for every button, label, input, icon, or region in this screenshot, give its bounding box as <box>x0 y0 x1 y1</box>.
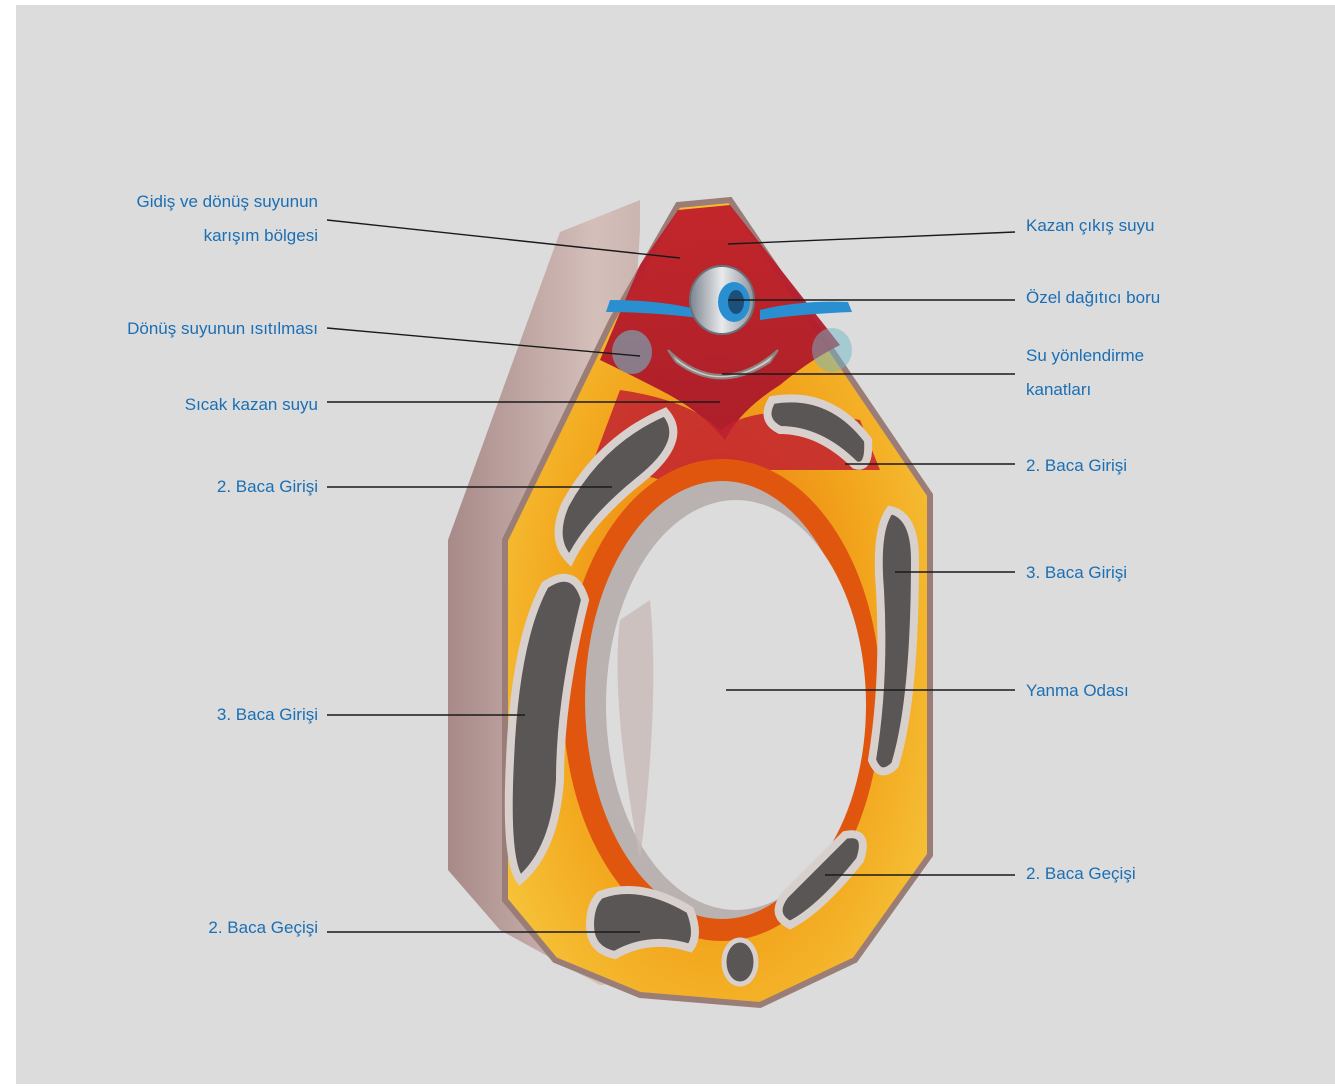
label-third-flue-inlet-left: 3. Baca Girişi <box>217 698 318 732</box>
label-second-flue-pass-right: 2. Baca Geçişi <box>1026 857 1136 891</box>
label-special-distributor-pipe: Özel dağıtıcı boru <box>1026 281 1160 315</box>
label-second-flue-pass-left: 2. Baca Geçişi <box>208 911 318 945</box>
leader-boiler-outlet-water <box>728 232 1015 244</box>
label-third-flue-inlet-right: 3. Baca Girişi <box>1026 556 1127 590</box>
label-return-heating: Dönüş suyunun ısıtılması <box>127 312 318 346</box>
label-water-guide-vanes: Su yönlendirme kanatları <box>1026 339 1144 407</box>
label-mixing-zone: Gidiş ve dönüş suyunun karışım bölgesi <box>137 185 318 253</box>
label-second-flue-inlet-left: 2. Baca Girişi <box>217 470 318 504</box>
label-boiler-outlet-water: Kazan çıkış suyu <box>1026 209 1155 243</box>
label-second-flue-inlet-right: 2. Baca Girişi <box>1026 449 1127 483</box>
label-combustion-chamber: Yanma Odası <box>1026 674 1129 708</box>
label-hot-boiler-water: Sıcak kazan suyu <box>185 388 318 422</box>
